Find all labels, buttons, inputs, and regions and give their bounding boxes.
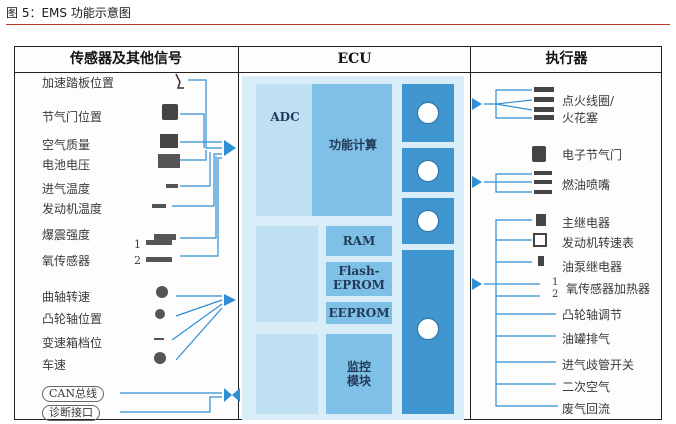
bus-arrow-icon <box>232 388 240 402</box>
transistor-icon <box>417 160 439 182</box>
transistor-icon <box>417 210 439 232</box>
pump-relay-icon <box>538 256 544 266</box>
actuator-label: 发动机转速表 <box>562 236 635 250</box>
pedal-icon <box>175 73 184 89</box>
actuator-label: 主继电器 <box>562 216 611 230</box>
divider-right <box>470 46 471 420</box>
actuator-index-1: 1 <box>552 277 559 288</box>
injector-icon <box>534 190 552 194</box>
sensor-label: 曲轴转速 <box>42 290 91 304</box>
monitor-block <box>326 334 392 414</box>
actuator-icons <box>532 87 554 266</box>
actuator-label: 进气歧管开关 <box>562 358 635 372</box>
sensor-index-2: 2 <box>134 254 141 267</box>
speed-icon <box>154 352 166 364</box>
throttle-icon <box>162 104 178 120</box>
divider-left <box>238 46 239 420</box>
sensor-index-1: 1 <box>134 238 141 251</box>
actuator-wires <box>484 89 558 407</box>
throttle-actuator-icon <box>532 146 546 162</box>
actuator-label: 燃油喷嘴 <box>562 178 611 192</box>
sensor-label: 节气门位置 <box>42 110 103 124</box>
ram-label: RAM <box>342 234 376 248</box>
compute-label: 功能计算 <box>328 138 377 152</box>
bus-arrow-icon <box>224 388 232 402</box>
compute-core <box>312 84 392 216</box>
injector-icon <box>534 171 552 175</box>
eeprom-label: EEPROM <box>328 306 390 320</box>
actuator-label: 凸轮轴调节 <box>562 308 623 322</box>
actuator-label: 油罐排气 <box>562 332 611 346</box>
actuator-label: 氧传感器加热器 <box>566 282 651 296</box>
sensor-label: 凸轮轴位置 <box>42 312 103 326</box>
actuators-header: 执行器 <box>471 46 662 73</box>
o2-sensor-icon <box>146 257 172 262</box>
tachometer-icon <box>533 233 547 247</box>
transistor-icon <box>417 102 439 124</box>
actuator-label: 废气回流 <box>562 402 611 416</box>
sensor-label: 加速踏板位置 <box>42 76 115 90</box>
sensor-wires <box>120 79 223 413</box>
sensor-arrow-icon <box>224 140 236 156</box>
sensor-label: 发动机温度 <box>42 202 103 216</box>
spark-plug-icon <box>534 97 554 102</box>
relay-icon <box>536 214 546 226</box>
input-stage-block <box>256 226 318 322</box>
monitor-label: 监控模块 <box>346 360 371 388</box>
actuator-label: 电子节气门 <box>562 148 623 162</box>
spark-plug-icon <box>534 115 554 120</box>
bus-interface-block <box>256 334 318 414</box>
sensor-arrow-icon <box>224 294 236 306</box>
gear-icon <box>154 338 164 340</box>
injector-icon <box>534 180 552 184</box>
sensor-label: 变速箱档位 <box>42 336 103 350</box>
intake-temp-icon <box>166 184 178 188</box>
ram-block <box>326 226 392 256</box>
spark-plug-icon <box>534 107 554 112</box>
adc-label: ADC <box>270 110 300 124</box>
actuator-arrow-icon <box>472 98 482 110</box>
battery-icon <box>158 154 180 168</box>
crank-icon <box>156 286 168 298</box>
sensor-label: 电池电压 <box>42 158 91 172</box>
sensor-label: 爆震强度 <box>42 228 91 242</box>
knock-icon <box>154 234 176 240</box>
sensor-label: 氧传感器 <box>42 254 91 268</box>
actuator-label: 二次空气 <box>562 380 611 394</box>
spark-plug-icon <box>534 87 554 92</box>
sensor-icons <box>146 73 184 364</box>
ecu-header: ECU <box>239 46 470 73</box>
actuator-arrow-icon <box>472 278 482 290</box>
figure-caption: 图 5：EMS 功能示意图 <box>6 6 131 20</box>
airflow-icon <box>160 134 178 148</box>
sensors-header: 传感器及其他信号 <box>14 46 238 73</box>
can-bus-label: CAN总线 <box>42 386 104 402</box>
cam-icon <box>155 309 165 319</box>
engine-temp-icon <box>152 204 166 208</box>
actuator-index-2: 2 <box>552 289 559 300</box>
transistor-icon <box>417 318 439 340</box>
sensor-label: 车速 <box>42 358 67 372</box>
eeprom-block <box>326 302 392 324</box>
o2-sensor-icon <box>146 240 172 245</box>
actuator-arrow-icon <box>472 176 482 188</box>
actuator-label: 油泵继电器 <box>562 260 623 274</box>
caption-rule <box>6 24 670 25</box>
actuator-label: 点火线圈/火花塞 <box>562 94 615 125</box>
flash-block <box>326 262 392 296</box>
diagnostic-port-label: 诊断接口 <box>42 405 100 421</box>
sensor-label: 空气质量 <box>42 138 91 152</box>
flash-label: Flash-EPROM <box>333 264 385 292</box>
sensor-label: 进气温度 <box>42 182 91 196</box>
